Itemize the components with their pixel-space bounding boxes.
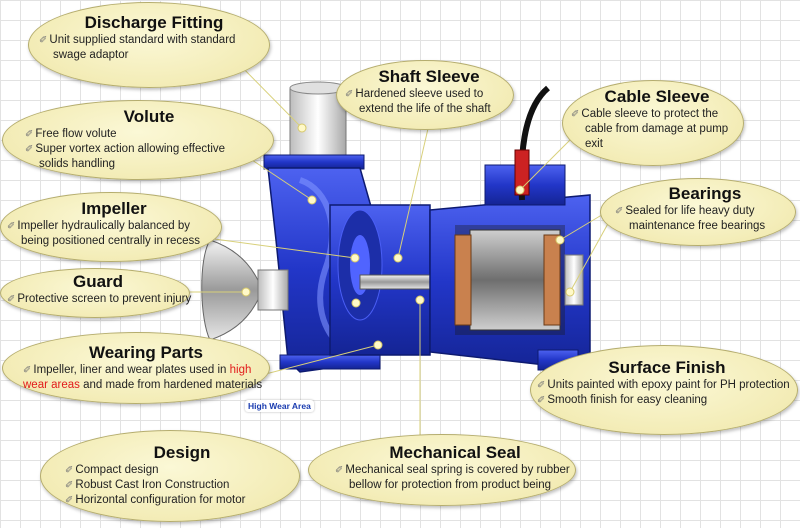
pencil-icon: ✐ [345,89,354,100]
callout-line: ✐Hardened sleeve used to [345,88,484,100]
callout-line: extend the life of the shaft [359,103,491,115]
guard-bell [201,239,289,341]
high-wear-area-label: High Wear Area [245,400,314,412]
pencil-icon: ✐ [335,465,344,476]
callout-line: ✐Impeller, liner and wear plates used in… [23,364,252,376]
pointer-dots [241,123,575,350]
callout-title: Discharge Fitting [84,13,224,32]
pencil-icon: ✐ [65,495,74,506]
callout-shaft-sleeve: Shaft Sleeve ✐Hardened sleeve used to ex… [336,60,514,130]
pencil-icon: ✐ [65,465,74,476]
callout-title: Design [153,443,211,462]
callout-title: Guard [72,272,124,291]
callout-line: ✐Cable sleeve to protect the [571,108,719,120]
callout-title: Mechanical Seal [389,443,521,462]
callout-line: maintenance free bearings [629,220,766,232]
callout-title: Volute [123,107,175,126]
callout-volute: Volute ✐Free flow volute ✐Super vortex a… [2,100,274,180]
callout-line: wear areas and made from hardened materi… [23,379,263,391]
callout-line: solids handling [39,158,116,170]
callout-title: Wearing Parts [88,343,203,362]
callout-line: being positioned centrally in recess [21,235,200,247]
callout-line: ✐Impeller hydraulically balanced by [7,220,190,232]
callout-line: cable from damage at pump [585,123,729,135]
callout-line: ✐Mechanical seal spring is covered by ru… [335,464,570,476]
callout-line: ✐Sealed for life heavy duty [615,205,755,217]
pencil-icon: ✐ [615,206,624,217]
callout-line: ✐Free flow volute [25,128,117,140]
pencil-icon: ✐ [571,109,580,120]
callout-line: ✐Compact design [65,464,159,476]
cable-gland [514,149,530,196]
callout-impeller: Impeller ✐Impeller hydraulically balance… [0,192,222,262]
callout-line: ✐Smooth finish for easy cleaning [537,394,708,406]
callout-line: ✐Unit supplied standard with standard [39,34,236,46]
callout-line: ✐Protective screen to prevent injury [7,293,192,305]
callout-line: exit [585,138,603,150]
pencil-icon: ✐ [7,294,16,305]
highlight-text: high [229,364,252,376]
callout-design: Design ✐Compact design ✐Robust Cast Iron… [40,430,300,522]
highlight-text: wear areas [23,379,80,391]
callout-surface-finish: Surface Finish ✐Units painted with epoxy… [530,345,798,435]
callout-title: Surface Finish [608,358,726,377]
callout-title: Impeller [81,199,147,218]
callout-line: ✐Units painted with epoxy paint for PH p… [537,379,790,391]
callout-guard: Guard ✐Protective screen to prevent inju… [0,268,192,318]
pencil-icon: ✐ [39,35,48,46]
pencil-icon: ✐ [7,221,16,232]
callout-title: Bearings [668,184,742,203]
callout-line: ✐Robust Cast Iron Construction [65,479,230,491]
callout-title: Cable Sleeve [604,87,710,106]
motor-housing [429,164,591,371]
callout-line: ✐Super vortex action allowing effective [25,143,226,155]
callout-cable-sleeve: Cable Sleeve ✐Cable sleeve to protect th… [562,80,744,166]
callout-bearings: Bearings ✐Sealed for life heavy duty mai… [600,178,796,246]
pencil-icon: ✐ [25,129,34,140]
pencil-icon: ✐ [537,380,546,391]
pencil-icon: ✐ [23,365,32,376]
pencil-icon: ✐ [537,395,546,406]
callout-mechanical-seal: Mechanical Seal ✐Mechanical seal spring … [308,434,576,506]
callout-wearing-parts: Wearing Parts ✐Impeller, liner and wear … [2,332,270,404]
callout-title: Shaft Sleeve [378,67,480,86]
callout-line: bellow for protection from product being [349,479,551,491]
callout-discharge-fitting: Discharge Fitting ✐Unit supplied standar… [28,2,270,88]
pencil-icon: ✐ [25,144,34,155]
pencil-icon: ✐ [65,480,74,491]
callout-line: ✐Horizontal configuration for motor [65,494,246,506]
callout-line: swage adaptor [53,49,129,61]
